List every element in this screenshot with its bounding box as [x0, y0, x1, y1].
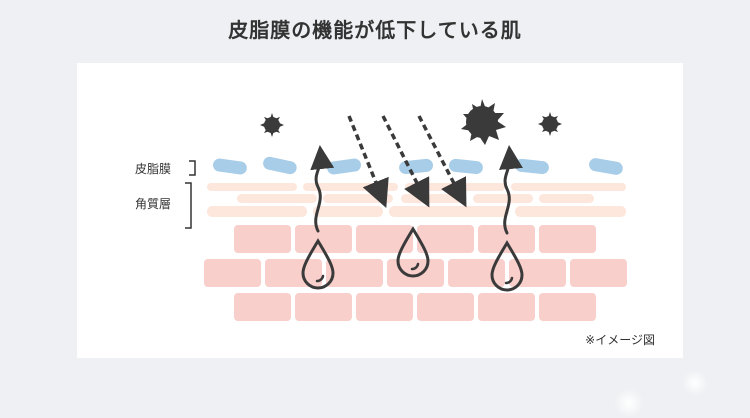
irritant-particle-icon: [538, 112, 562, 136]
sparkle-decoration: [614, 388, 644, 418]
sebum-label: 皮脂膜: [135, 162, 172, 176]
sparkle-decoration: [682, 370, 708, 396]
water-drop-icon: [301, 238, 335, 290]
stratum-bracket: [185, 182, 192, 229]
water-drop-icon: [490, 240, 524, 292]
irritant-particle-icon: [260, 113, 284, 137]
diagram-panel: 皮脂膜 角質層 ※イメージ図: [77, 63, 683, 358]
sebum-bracket: [189, 160, 196, 176]
stratum-corneum: [207, 183, 626, 217]
irritant-inflow-arrows: [347, 115, 467, 208]
skin-diagram: [185, 99, 627, 321]
moisture-evaporation: [301, 145, 524, 292]
stratum-label: 角質層: [135, 197, 172, 211]
image-note: ※イメージ図: [585, 333, 655, 347]
page-title: 皮脂膜の機能が低下している肌: [228, 18, 522, 42]
water-drop-icon: [396, 226, 430, 278]
skin-cells: [204, 225, 627, 321]
sebum-film: [213, 156, 623, 175]
irritant-particle-icon: [461, 99, 506, 145]
